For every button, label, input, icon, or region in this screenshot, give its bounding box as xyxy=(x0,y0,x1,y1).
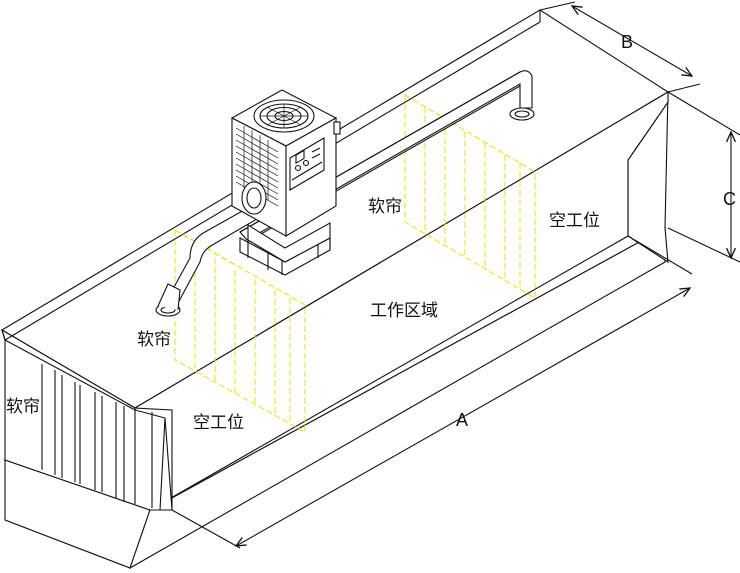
label-empty-station-left: 空工位 xyxy=(193,413,244,433)
dimension-label-b: B xyxy=(621,32,633,52)
label-soft-curtain-left-end: 软帘 xyxy=(6,397,40,417)
dimension-b xyxy=(539,1,701,93)
label-soft-curtain-top: 软帘 xyxy=(368,197,402,217)
air-unit xyxy=(230,89,341,276)
label-empty-station-right: 空工位 xyxy=(549,211,600,231)
dimension-label-c: C xyxy=(723,189,736,209)
dimension-c xyxy=(667,91,740,263)
control-panel-icon xyxy=(289,137,325,191)
left-end-curtain xyxy=(4,339,166,511)
dimension-label-a: A xyxy=(456,410,468,430)
label-work-area: 工作区域 xyxy=(370,301,438,321)
label-soft-curtain-left-pipe: 软帘 xyxy=(137,330,171,350)
curtain-zone-right xyxy=(404,94,536,299)
dimension-a xyxy=(171,235,693,549)
fan-icon xyxy=(253,99,315,133)
